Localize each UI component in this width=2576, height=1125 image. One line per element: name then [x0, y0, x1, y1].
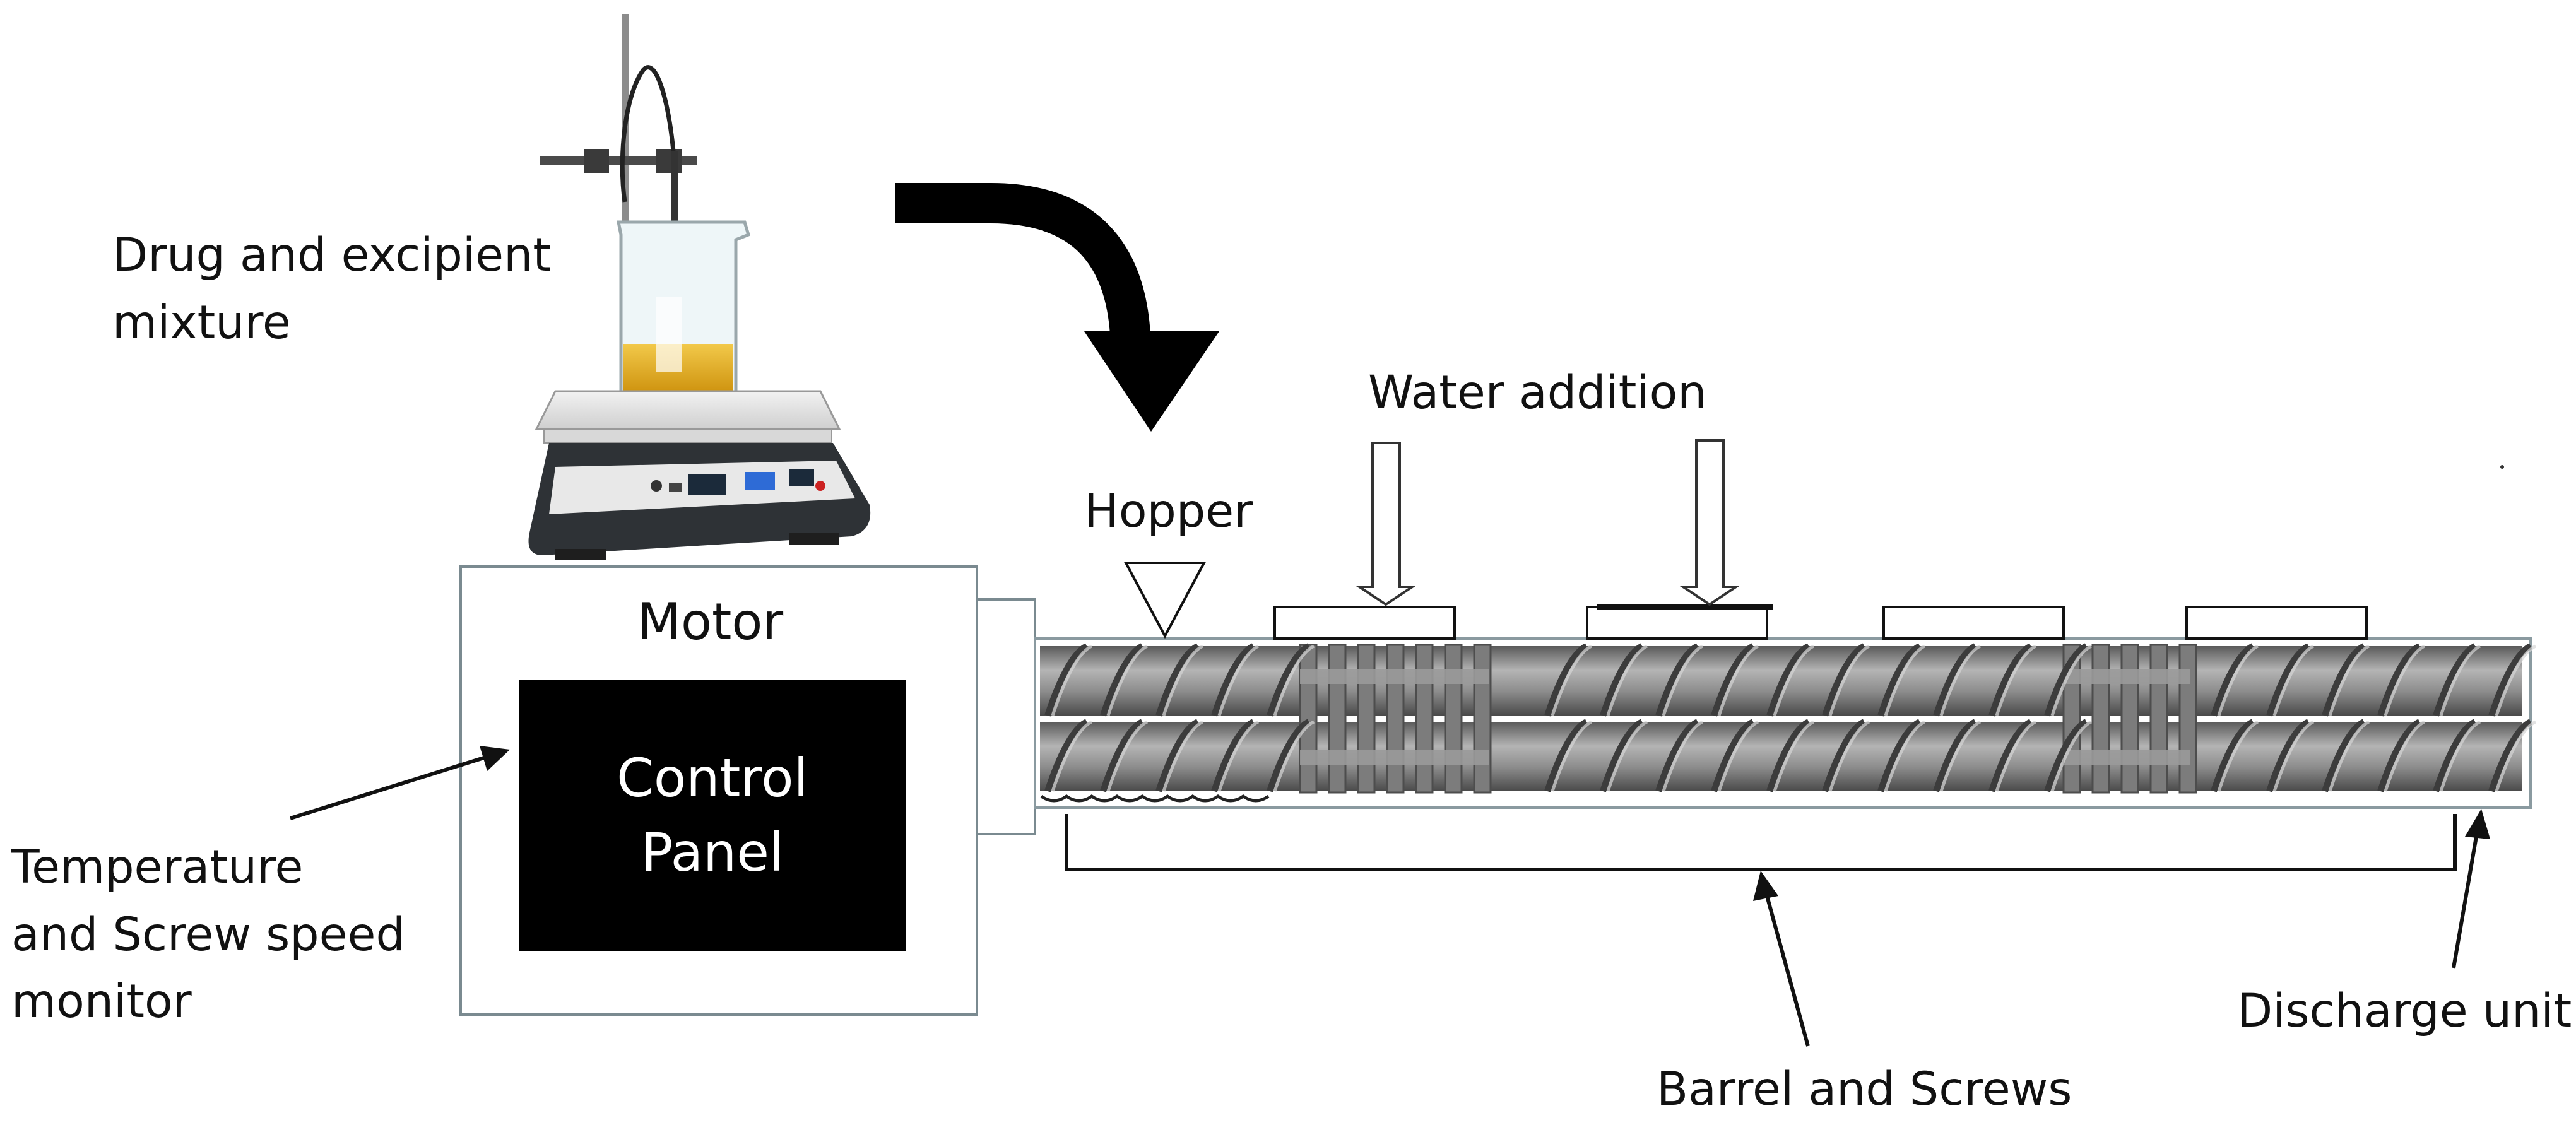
control-panel-label-line2: Panel	[641, 822, 784, 883]
control-panel-label: Control Panel	[519, 680, 906, 951]
water-arrow-icon	[1679, 439, 1740, 606]
barrel-screws-label: Barrel and Screws	[1657, 1063, 2072, 1116]
monitor-pointer-arrow	[290, 746, 510, 820]
monitor-label: Temperature and Screw speed monitor	[11, 834, 405, 1036]
motor-label: Motor	[637, 592, 784, 651]
hopper-label: Hopper	[1084, 485, 1253, 538]
barrel-pointer-arrow	[1753, 871, 1810, 1047]
discharge-pointer-arrow	[2452, 809, 2490, 969]
port-3	[1882, 606, 2065, 640]
hopper-icon	[1123, 562, 1207, 639]
control-panel	[519, 680, 906, 951]
monitor-label-line2: and Screw speed	[11, 907, 405, 962]
port-4	[2185, 606, 2368, 640]
mixture-label-line1: Drug and excipient	[112, 228, 551, 282]
port-2	[1586, 606, 1768, 640]
mixture-label: Drug and excipient mixture	[112, 222, 551, 356]
discharge-unit-label: Discharge unit	[2237, 984, 2572, 1038]
coupling	[976, 598, 1036, 835]
monitor-label-line1: Temperature	[11, 840, 304, 894]
flow-arrow-icon	[895, 183, 1219, 432]
port-1	[1273, 606, 1456, 640]
control-panel-label-line1: Control	[617, 747, 808, 810]
screw-flights	[1040, 643, 2537, 803]
mixture-label-line2: mixture	[112, 295, 291, 350]
barrel-bracket	[1065, 814, 2457, 871]
stirrer-icon	[528, 14, 871, 560]
water-arrow-icon	[1355, 442, 1417, 606]
monitor-label-line3: monitor	[11, 975, 192, 1029]
water-addition-label: Water addition	[1368, 366, 1707, 420]
kneading-blocks	[1299, 644, 2197, 794]
